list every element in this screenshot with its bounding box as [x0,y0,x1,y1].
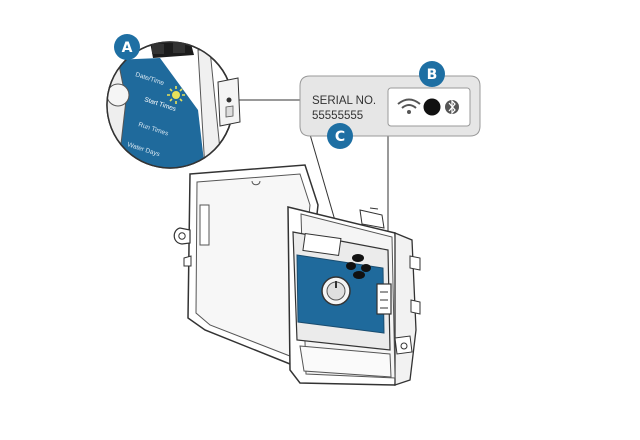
button-icon [423,98,441,116]
callout-a-letter: A [122,40,133,56]
serial-label: SERIAL NO. [312,95,376,107]
controller-body [287,206,421,386]
zoom-detail: Date/Time Start Times Run Times Water Da… [106,41,241,169]
wifi-icon [397,98,421,114]
sun-icon [167,86,185,104]
callout-a: A [114,34,140,60]
serial-number: 55555555 [312,110,363,122]
control-buttons [346,254,371,279]
callout-c: C [327,123,353,149]
callout-b-letter: B [427,67,438,83]
callout-b: B [419,61,445,87]
serial-panel: SERIAL NO. 55555555 [299,75,481,137]
bluetooth-icon [445,99,459,115]
callout-c-letter: C [335,129,345,145]
